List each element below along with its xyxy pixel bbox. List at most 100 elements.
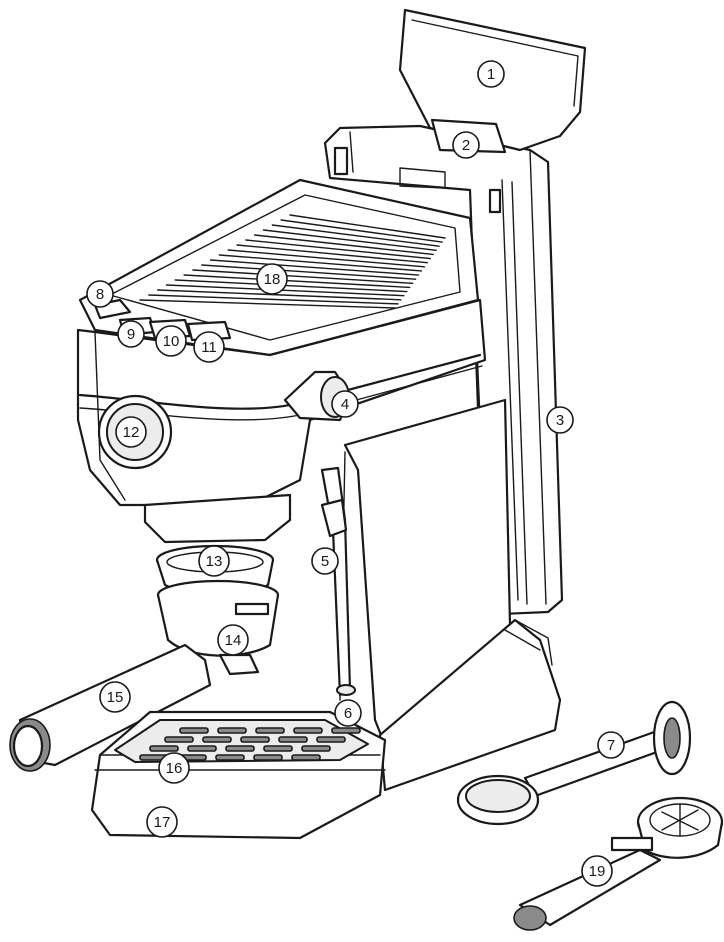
callout-number: 14 <box>225 632 242 649</box>
callout-11: 11 <box>193 331 225 363</box>
grill-slat <box>227 249 426 268</box>
grate-slot <box>301 745 331 752</box>
callout-number: 17 <box>154 814 171 831</box>
grate-slot <box>293 727 323 734</box>
callout-1: 1 <box>477 60 505 88</box>
grill-slat <box>289 214 446 239</box>
callout-12: 12 <box>115 416 147 448</box>
callout-4: 4 <box>331 390 359 418</box>
callout-number: 19 <box>589 863 606 880</box>
grate-slot <box>179 727 209 734</box>
callout-circle <box>452 131 480 159</box>
grate-slot <box>202 736 232 743</box>
grate-slot <box>240 736 270 743</box>
callout-14: 14 <box>217 624 249 656</box>
grill-slat <box>192 269 414 284</box>
callout-circle <box>334 699 362 727</box>
callout-3: 3 <box>546 406 574 434</box>
callout-circle <box>115 416 147 448</box>
grate-slot <box>263 745 293 752</box>
callout-number: 9 <box>127 326 135 343</box>
grate-slot <box>149 745 179 752</box>
callout-17: 17 <box>146 806 178 838</box>
grill-slat <box>156 289 402 301</box>
callout-6: 6 <box>334 699 362 727</box>
steam-wand <box>320 466 356 697</box>
group-head <box>143 493 292 544</box>
grill-slat <box>148 294 399 305</box>
machine-base <box>378 618 562 792</box>
grill-slat <box>139 299 396 309</box>
grill-slat <box>218 254 423 272</box>
callout-circle <box>546 406 574 434</box>
callout-circle <box>86 280 114 308</box>
callout-number: 18 <box>264 271 281 288</box>
callout-number: 10 <box>163 333 180 350</box>
callout-number: 16 <box>166 760 183 777</box>
grate-slot <box>215 754 245 761</box>
grill-slat <box>280 219 443 243</box>
grate-slot <box>291 754 321 761</box>
callout-number: 12 <box>123 424 140 441</box>
grate-slot <box>225 745 255 752</box>
callout-circle <box>117 320 145 348</box>
callout-circle <box>256 263 288 295</box>
grill-slat <box>183 274 411 289</box>
grate-slot <box>331 727 361 734</box>
callout-circle <box>581 855 613 887</box>
callout-number: 6 <box>344 705 352 722</box>
callout-circle <box>146 806 178 838</box>
grill-slat <box>165 284 405 297</box>
callout-number: 8 <box>96 286 104 303</box>
grill-slat <box>262 229 437 252</box>
callout-15: 15 <box>99 681 131 713</box>
pressurized-portafilter <box>513 796 724 931</box>
grill-slat <box>245 239 431 260</box>
callout-circle <box>158 752 190 784</box>
grate-slot <box>217 727 247 734</box>
grill-slat <box>174 279 408 293</box>
tamper-spoon <box>456 700 692 826</box>
callout-circle <box>217 624 249 656</box>
callout-number: 3 <box>556 412 564 429</box>
grate-slot <box>255 727 285 734</box>
callout-10: 10 <box>155 325 187 357</box>
callout-18: 18 <box>256 263 288 295</box>
callout-number: 13 <box>206 553 223 570</box>
callout-number: 7 <box>607 737 615 754</box>
callout-circle <box>311 547 339 575</box>
callout-number: 5 <box>321 553 329 570</box>
callout-number: 15 <box>107 689 124 706</box>
callout-number: 4 <box>341 396 349 413</box>
callout-5: 5 <box>311 547 339 575</box>
grate-slot <box>278 736 308 743</box>
callout-13: 13 <box>198 545 230 577</box>
drip-tray-grate <box>139 727 361 761</box>
callout-16: 16 <box>158 752 190 784</box>
grate-slot <box>316 736 346 743</box>
callout-circle <box>597 731 625 759</box>
grate-slot <box>164 736 194 743</box>
callout-circle <box>99 681 131 713</box>
callout-circle <box>193 331 225 363</box>
callout-19: 19 <box>581 855 613 887</box>
cup-warmer-grill <box>139 214 446 309</box>
grill-slat <box>236 244 429 264</box>
grill-slat <box>201 264 417 280</box>
grate-slot <box>253 754 283 761</box>
grill-slat <box>254 234 434 256</box>
grill-slat <box>209 259 420 276</box>
callout-2: 2 <box>452 131 480 159</box>
callout-circle <box>155 325 187 357</box>
callout-circle <box>198 545 230 577</box>
callout-7: 7 <box>597 731 625 759</box>
callout-circle <box>477 60 505 88</box>
callout-8: 8 <box>86 280 114 308</box>
grate-slot <box>187 745 217 752</box>
callout-number: 2 <box>462 137 470 154</box>
callout-9: 9 <box>117 320 145 348</box>
callout-number: 1 <box>487 66 495 83</box>
